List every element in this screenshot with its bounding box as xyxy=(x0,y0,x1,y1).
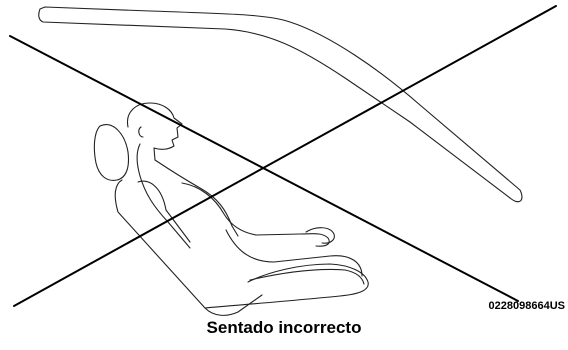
seat-cushion xyxy=(204,263,369,309)
occupant-chest xyxy=(154,159,239,237)
occupant-hand xyxy=(305,227,335,244)
occupant-arm xyxy=(181,182,330,247)
headrest xyxy=(93,124,130,181)
seat-back xyxy=(114,179,263,316)
occupant-head xyxy=(126,102,183,161)
occupant-leg xyxy=(225,229,363,277)
occupant-torso xyxy=(136,143,191,249)
occupant-ear xyxy=(138,126,144,138)
occupant-leg-lower xyxy=(249,268,365,285)
vehicle-roof-frame xyxy=(38,6,523,203)
cross-out-line-2 xyxy=(13,5,557,307)
figure-code: 0228098664US xyxy=(488,300,565,312)
figure-caption: Sentado incorrecto xyxy=(206,318,362,337)
